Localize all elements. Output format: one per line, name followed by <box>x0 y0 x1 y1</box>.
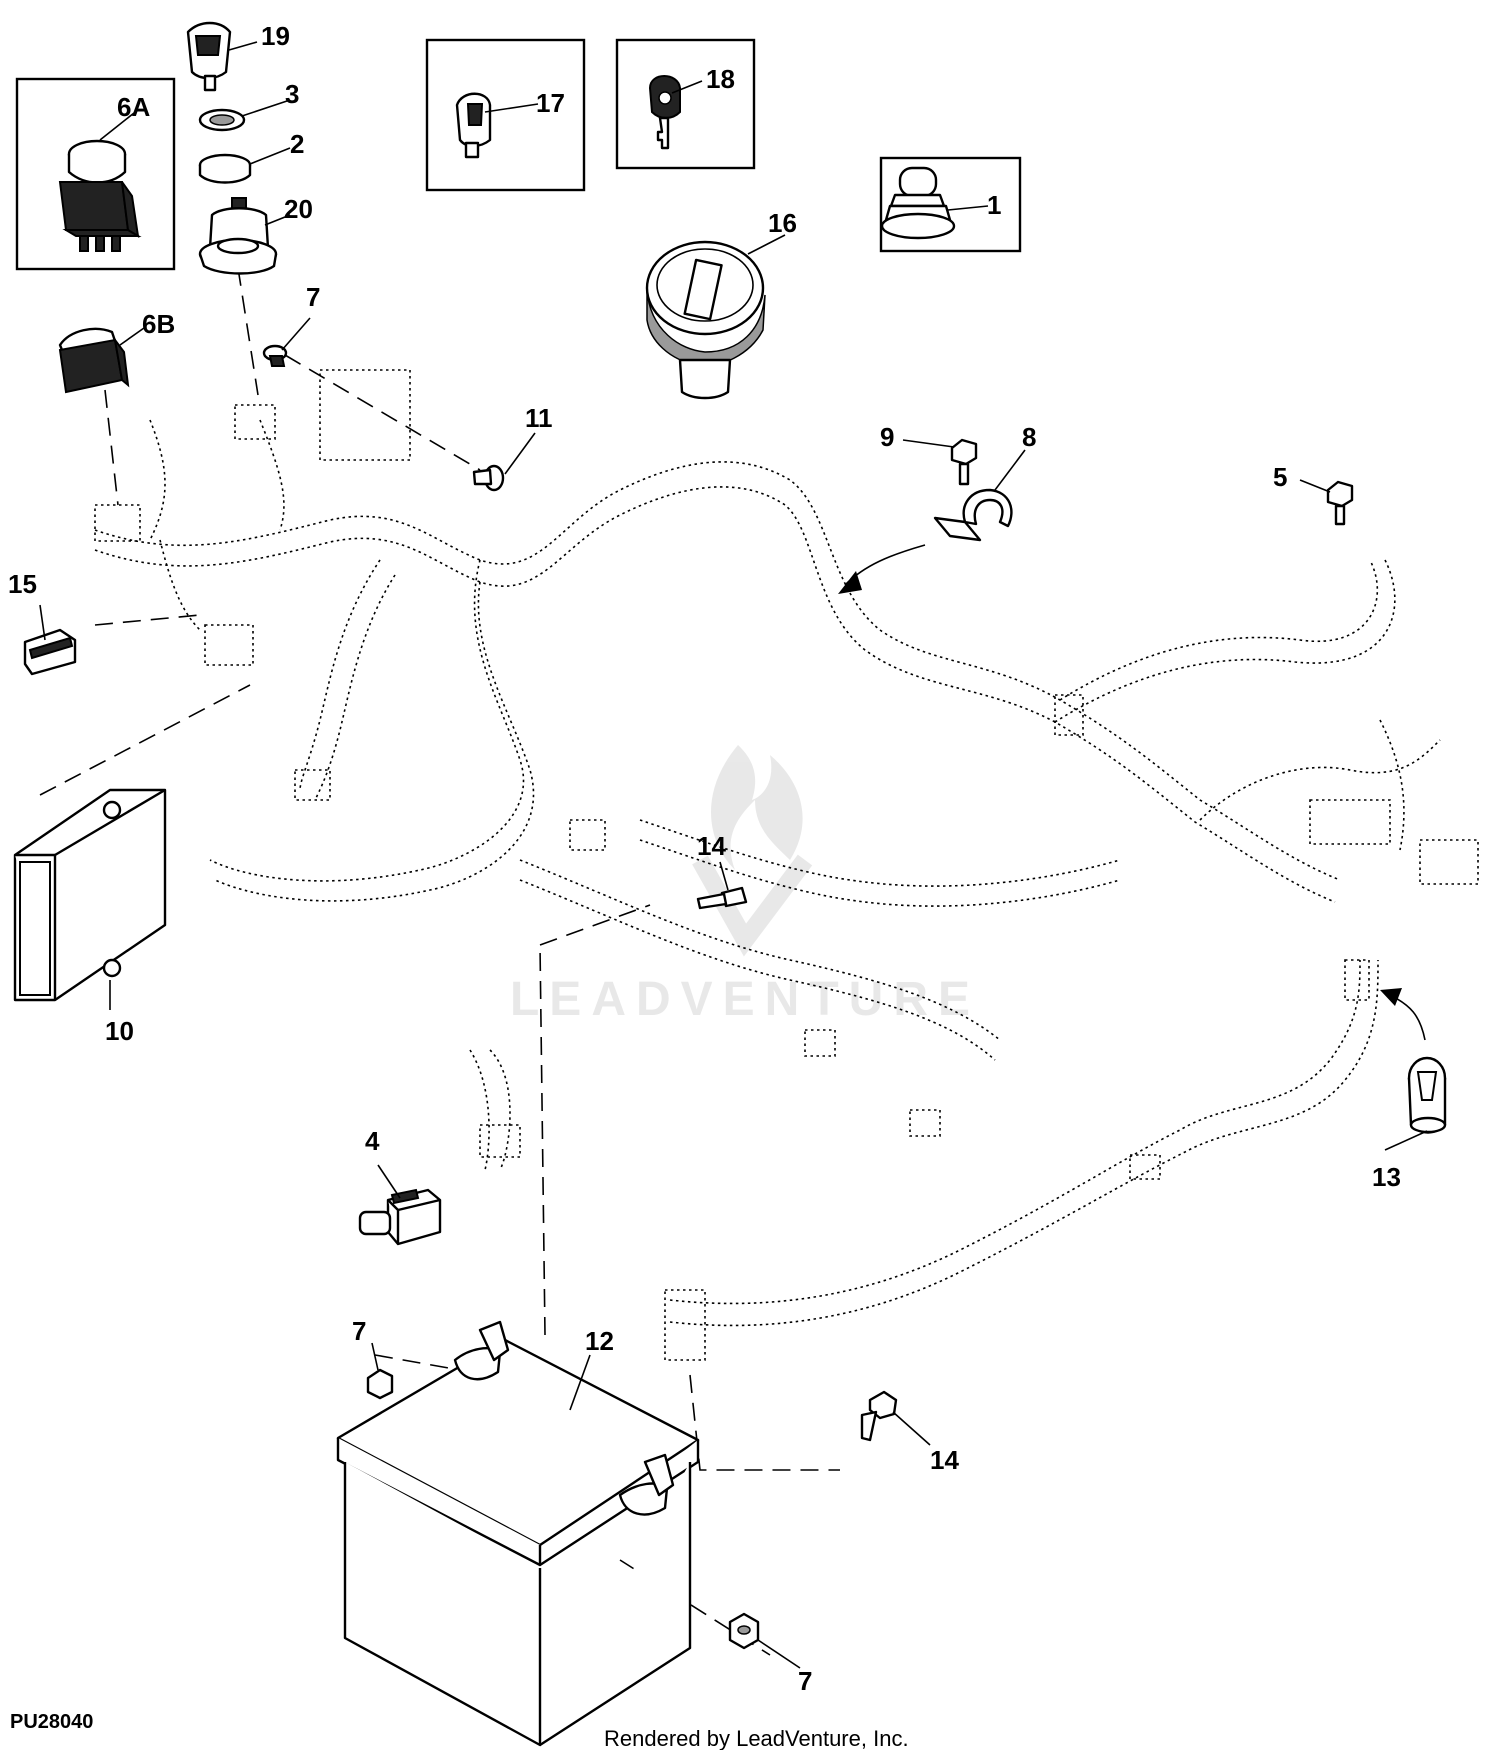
part-10-controller-module <box>13 788 167 1002</box>
part-5-bolt <box>1326 480 1354 526</box>
part-9-bolt <box>950 438 978 486</box>
callout-3: 3 <box>285 79 299 109</box>
callout-7-bottom: 7 <box>798 1666 812 1696</box>
callout-9: 9 <box>880 422 894 452</box>
part-20-ignition-switch <box>198 197 278 275</box>
callout-14-upper: 14 <box>697 831 726 861</box>
callout-19: 19 <box>261 21 290 51</box>
callout-16: 16 <box>768 208 797 238</box>
render-credit: Rendered by LeadVenture, Inc. <box>604 1726 909 1750</box>
part-17-knob <box>455 92 492 159</box>
rubber-boot-icon <box>880 166 956 240</box>
part-17-box <box>425 38 586 192</box>
curved-arrow-icon <box>838 544 1426 1041</box>
callout-12: 12 <box>585 1326 614 1356</box>
part-11-screw <box>472 464 505 492</box>
part-4-plunger-switch <box>358 1188 442 1246</box>
callout-14-lower: 14 <box>930 1445 959 1475</box>
part-8-clamp <box>933 488 1013 542</box>
part-7-nut-battery-bottom <box>728 1612 760 1650</box>
callout-4: 4 <box>365 1126 380 1156</box>
callout-17: 17 <box>536 88 565 118</box>
callout-11: 11 <box>525 403 553 433</box>
callout-20: 20 <box>284 194 313 224</box>
wiring-harness <box>94 369 1479 1361</box>
callout-10: 10 <box>105 1016 134 1046</box>
part-19-knob <box>186 21 232 92</box>
figure-id: PU28040 <box>10 1711 93 1733</box>
callout-15: 15 <box>8 569 37 599</box>
part-2-washer <box>198 153 252 184</box>
part-7-nut-battery-left <box>366 1368 394 1400</box>
callout-6b: 6B <box>142 309 175 339</box>
part-3-nut <box>198 108 246 132</box>
leader-lines <box>39 41 1428 1669</box>
callout-7-top: 7 <box>306 282 320 312</box>
part-15-fuse <box>23 628 77 676</box>
part-1-box <box>879 156 1022 253</box>
callout-7-left: 7 <box>352 1316 366 1346</box>
callout-13: 13 <box>1372 1162 1401 1192</box>
part-6b-rocker-switch <box>58 327 130 394</box>
callout-6a: 6A <box>117 92 150 122</box>
part-14-bolt-upper <box>696 886 748 910</box>
callout-2: 2 <box>290 129 304 159</box>
callout-1: 1 <box>987 190 1001 220</box>
callout-labels: 19 3 2 20 6A 6B 7 11 17 18 1 16 9 8 5 15… <box>8 21 1401 1696</box>
callout-8: 8 <box>1022 422 1036 452</box>
part-16-hour-meter <box>645 240 766 400</box>
part-18-box <box>615 38 756 170</box>
part-6a-switch-box <box>15 77 176 271</box>
key-icon <box>648 75 681 150</box>
callout-18: 18 <box>706 64 735 94</box>
part-7-nut-top <box>262 344 288 367</box>
part-13-terminal-boot <box>1407 1056 1447 1134</box>
callout-5: 5 <box>1273 462 1287 492</box>
part-12-battery <box>336 1320 700 1747</box>
part-14-bolt-lower <box>860 1390 898 1442</box>
rocker-switch-icon <box>58 139 142 252</box>
watermark-text: LEADVENTURE <box>510 973 980 1026</box>
